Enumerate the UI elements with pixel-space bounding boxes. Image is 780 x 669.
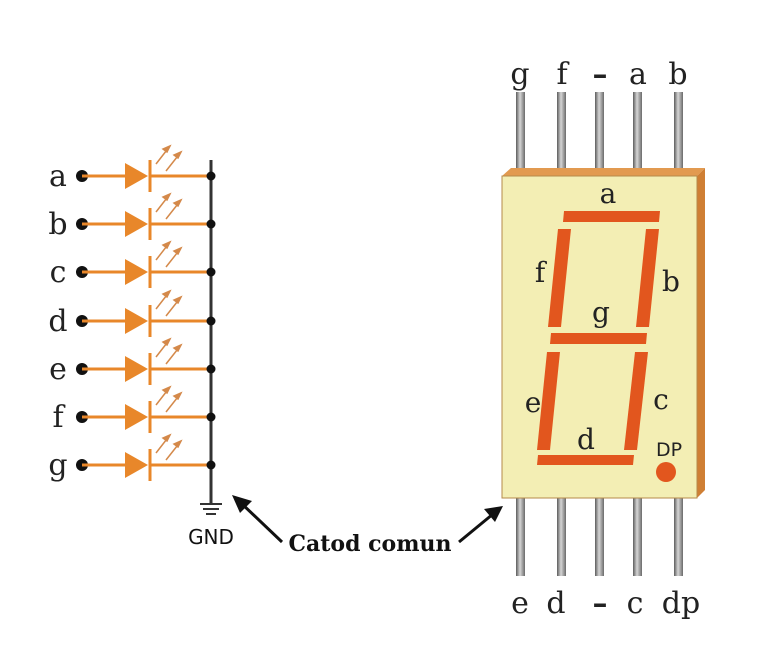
segment-b xyxy=(636,229,659,327)
led-row-e: e xyxy=(49,337,216,387)
diode-triangle-icon xyxy=(125,211,148,237)
pin xyxy=(674,496,683,576)
top-pin-label: a xyxy=(629,57,647,92)
light-emission-arrows-icon xyxy=(155,144,183,172)
led-label-g: g xyxy=(48,448,67,483)
seven-segment-display: a b c d e f g DP g f – a b e d – c dp xyxy=(501,57,705,621)
diode-triangle-icon xyxy=(125,259,148,285)
light-emission-arrows-icon xyxy=(155,337,183,365)
bus-junction xyxy=(206,171,216,181)
segment-label-dp: DP xyxy=(656,439,682,461)
diode-triangle-icon xyxy=(125,356,148,382)
pin xyxy=(516,92,525,172)
top-pin-label: g xyxy=(510,57,529,92)
light-emission-arrows-icon xyxy=(155,433,183,461)
ground-symbol-icon xyxy=(200,503,222,515)
light-emission-arrows-icon xyxy=(155,289,183,317)
top-pin-label: b xyxy=(668,57,687,92)
segment-f xyxy=(548,229,571,327)
bus-junction xyxy=(206,219,216,229)
diode-triangle-icon xyxy=(125,404,148,430)
segment-label-f: f xyxy=(535,256,548,289)
led-label-f: f xyxy=(52,400,65,435)
light-emission-arrows-icon xyxy=(155,385,183,413)
segment-e xyxy=(537,352,560,450)
bottom-pin-label: – xyxy=(593,586,608,621)
arrow-right-icon xyxy=(458,506,503,544)
arrow-left-icon xyxy=(232,495,284,544)
led-row-g: g xyxy=(48,433,216,483)
display-body-top-edge xyxy=(502,168,705,176)
bottom-pin-label: c xyxy=(627,586,644,621)
segment-label-c: c xyxy=(653,383,669,416)
led-label-b: b xyxy=(48,207,67,242)
diode-triangle-icon xyxy=(125,163,148,189)
top-pin-label: – xyxy=(593,57,608,92)
bus-junction xyxy=(206,364,216,374)
display-body-side-edge xyxy=(697,168,705,498)
segment-a xyxy=(563,211,660,222)
led-row-b: b xyxy=(48,192,216,242)
led-label-a: a xyxy=(49,159,67,194)
top-pin-label: f xyxy=(556,57,569,92)
pin xyxy=(633,496,642,576)
light-emission-arrows-icon xyxy=(155,240,183,268)
segment-c xyxy=(624,352,648,450)
segment-label-a: a xyxy=(600,177,617,210)
led-row-a: a xyxy=(49,144,216,194)
bus-junction xyxy=(206,267,216,277)
pin xyxy=(595,92,604,172)
pin xyxy=(557,92,566,172)
pin xyxy=(595,496,604,576)
led-label-e: e xyxy=(49,352,67,387)
bus-junction xyxy=(206,460,216,470)
diode-triangle-icon xyxy=(125,308,148,334)
led-schematic: GND a b xyxy=(48,144,234,549)
led-row-d: d xyxy=(48,289,216,339)
bus-junction xyxy=(206,316,216,326)
diode-triangle-icon xyxy=(125,452,148,478)
segment-label-g: g xyxy=(592,296,610,329)
light-emission-arrows-icon xyxy=(155,192,183,220)
pin xyxy=(674,92,683,172)
bus-junction xyxy=(206,412,216,422)
led-row-f: f xyxy=(52,385,216,435)
top-pin-row xyxy=(516,92,683,172)
segment-label-e: e xyxy=(525,386,542,419)
bottom-pin-row xyxy=(516,496,683,576)
bottom-pin-label: e xyxy=(511,586,529,621)
segment-dp xyxy=(656,462,676,482)
segment-label-b: b xyxy=(662,265,680,298)
bottom-pin-label: dp xyxy=(662,586,700,621)
led-label-c: c xyxy=(50,255,67,290)
segment-g xyxy=(550,333,647,344)
led-row-c: c xyxy=(50,240,216,290)
ground-label: GND xyxy=(188,525,234,549)
pin xyxy=(633,92,642,172)
common-cathode-annotation: Catod comun xyxy=(232,495,503,557)
pin xyxy=(557,496,566,576)
bottom-pin-label: d xyxy=(546,586,565,621)
segment-d xyxy=(537,455,634,465)
segment-label-d: d xyxy=(577,423,595,456)
common-cathode-label: Catod comun xyxy=(289,531,452,557)
led-label-d: d xyxy=(48,304,67,339)
pin xyxy=(516,496,525,576)
